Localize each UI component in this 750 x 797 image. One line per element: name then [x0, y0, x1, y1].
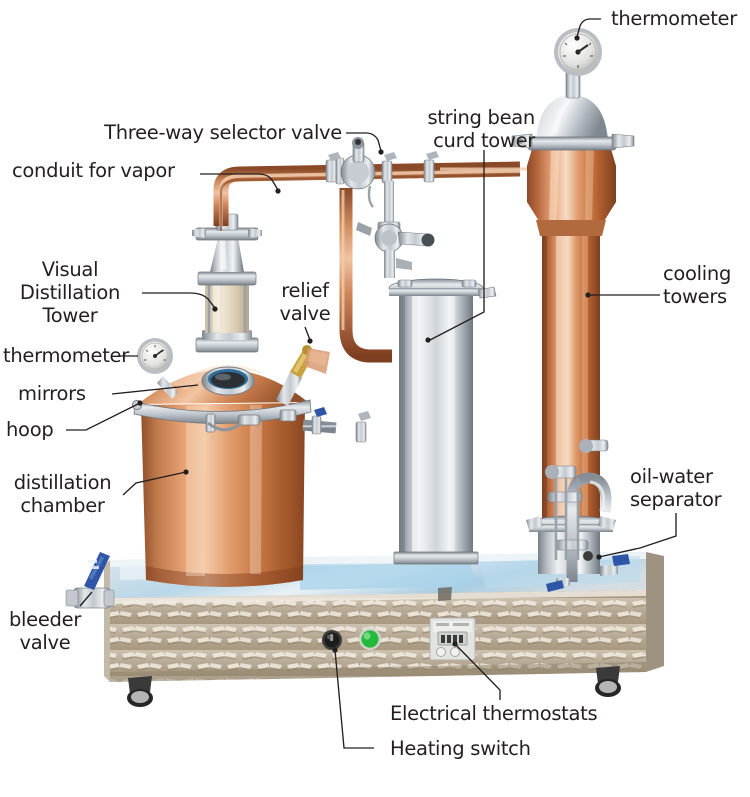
- thermometer-gauge-left: [137, 338, 178, 399]
- label-hoop: hoop: [6, 418, 54, 441]
- label-three-way-selector-valve: Three-way selector valve: [104, 121, 342, 144]
- green-indicator-lamp[interactable]: [359, 628, 381, 650]
- copper-distillation-chamber: [131, 365, 312, 587]
- electrical-thermostat-panel[interactable]: [429, 617, 476, 661]
- visual-distillation-tower: [192, 213, 262, 353]
- label-mirrors: mirrors: [18, 382, 86, 405]
- sight-glass-mirror: [201, 366, 255, 396]
- label-cooling-towers: cooling towers: [663, 262, 732, 308]
- label-heating-switch: Heating switch: [390, 737, 531, 760]
- label-visual-distillation-tower: Visual Distillation Tower: [19, 258, 121, 327]
- stainless-condenser-column: [302, 221, 497, 565]
- label-string-bean-curd-tower: string bean curd tower: [427, 106, 535, 152]
- curd-tower-dome: [511, 69, 635, 151]
- thermometer-gauge-right: [554, 28, 602, 76]
- label-oil-water-separator: oil-water separator: [630, 465, 722, 511]
- label-relief-valve: relief valve: [279, 279, 331, 325]
- heating-switch-knob[interactable]: [322, 630, 342, 650]
- cooling-tower-column: [542, 222, 600, 522]
- curd-tower-body: [527, 142, 616, 236]
- label-bleeder-valve: bleeder valve: [8, 608, 82, 654]
- bleeder-valve: [65, 552, 115, 609]
- leader-lines: [66, 18, 677, 749]
- caster-wheels: [127, 587, 621, 707]
- label-distillation-chamber: distillation chamber: [13, 471, 112, 517]
- oil-water-separator-assembly: [526, 439, 616, 592]
- label-electrical-thermostats: Electrical thermostats: [390, 702, 598, 725]
- relief-valve-assembly: [276, 345, 330, 406]
- three-way-selector-valve: [325, 137, 439, 363]
- plate-right-valve: [600, 554, 630, 576]
- label-conduit-for-vapor: conduit for vapor: [12, 159, 175, 182]
- label-thermometer-pot: thermometer: [3, 344, 129, 367]
- label-thermometer-top: thermometer: [611, 7, 737, 30]
